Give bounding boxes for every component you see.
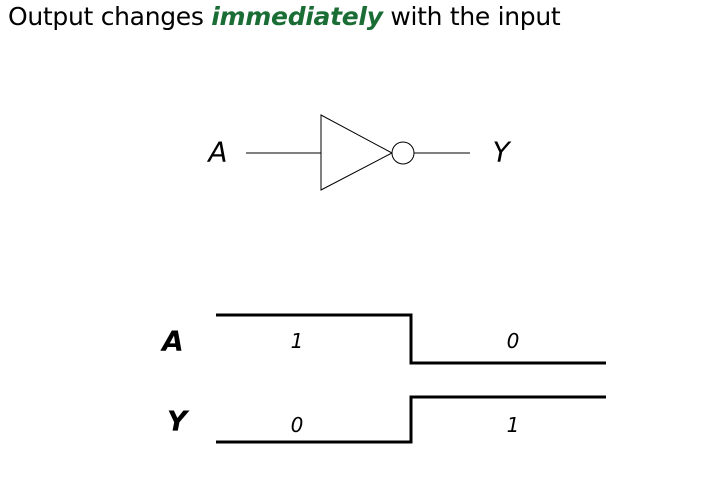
title-emphasis: immediately	[211, 2, 383, 31]
not-gate	[246, 114, 470, 191]
waveform-label-a: A	[162, 324, 184, 358]
buffer-triangle	[320, 114, 394, 191]
title-prefix: Output changes	[8, 2, 212, 31]
waveform-y-value-2: 1	[506, 413, 520, 437]
inversion-bubble	[391, 141, 415, 165]
waveform-y	[216, 395, 606, 444]
waveform-label-y: Y	[166, 404, 188, 438]
gate-input-label: A	[208, 135, 228, 169]
waveform-a	[216, 313, 606, 365]
title-suffix: with the input	[382, 2, 561, 31]
waveform-y-value-1: 0	[290, 413, 304, 437]
waveform-a-value-2: 0	[506, 329, 520, 353]
gate-output-label: Y	[492, 135, 510, 169]
slide-title: Output changes immediately with the inpu…	[8, 2, 561, 31]
waveform-a-value-1: 1	[290, 329, 304, 353]
